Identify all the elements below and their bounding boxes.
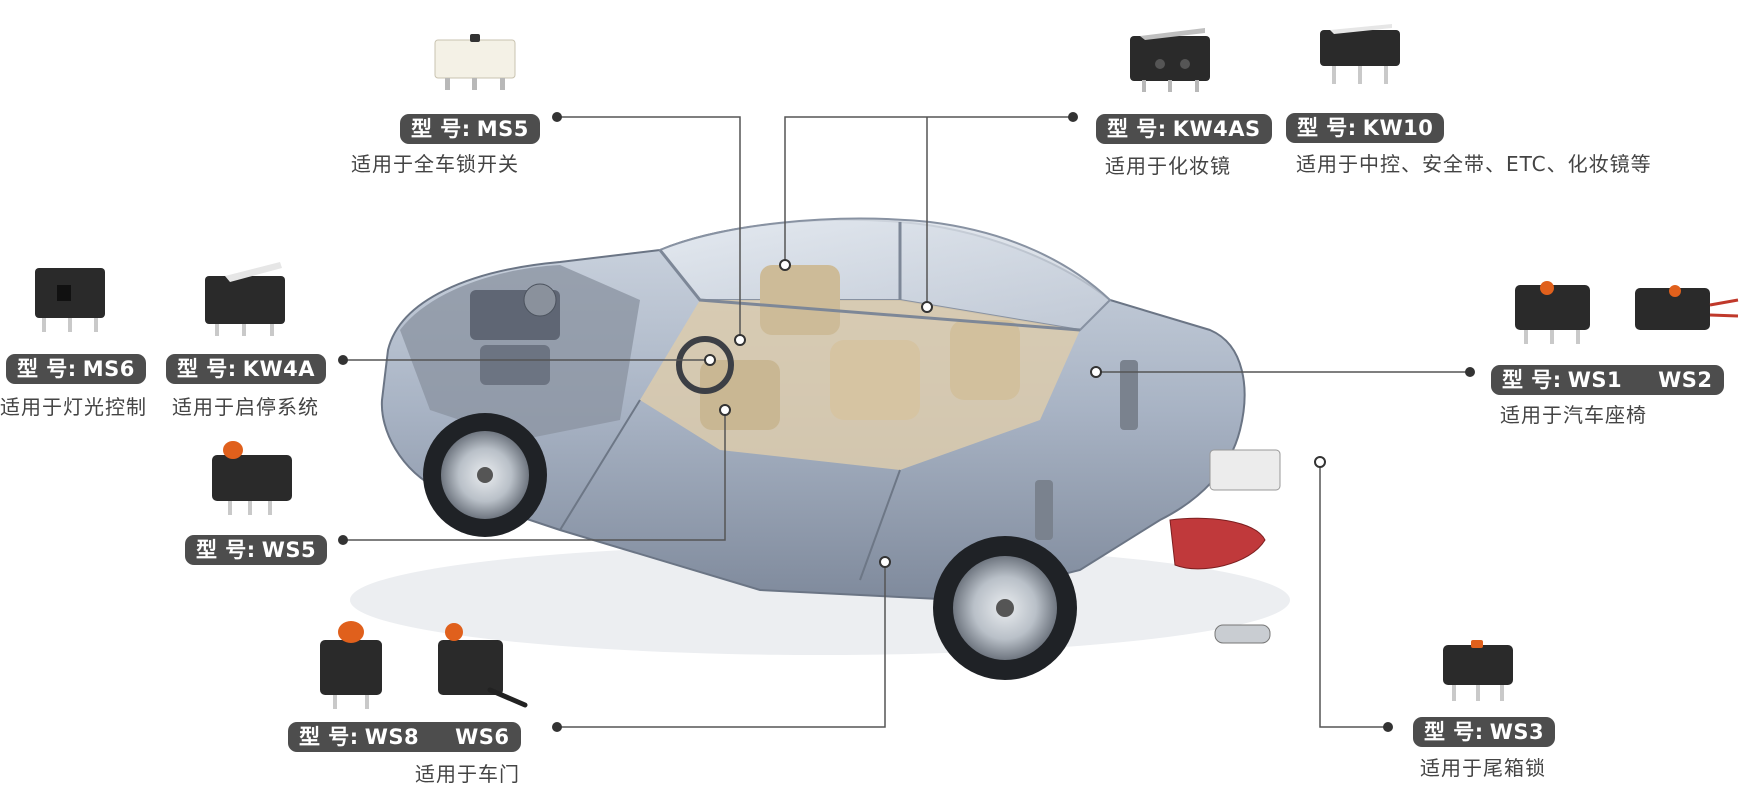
model-label: 型 号:: [1297, 116, 1357, 140]
model-badge-ms6: 型 号:MS6: [6, 354, 146, 384]
switch-photo-ws8: [320, 621, 382, 709]
model-badge-ws5: 型 号:WS5: [185, 535, 328, 565]
model-code: WS8: [364, 725, 420, 749]
model-code: WS6: [455, 725, 510, 749]
model-code: KW4AS: [1172, 117, 1261, 141]
model-badge-ws1-ws2: 型 号:WS1 WS2: [1491, 365, 1724, 395]
model-code: WS5: [261, 538, 317, 562]
model-code: WS2: [1658, 368, 1713, 392]
switch-photo-ws5: [212, 441, 292, 515]
model-code: WS1: [1567, 368, 1623, 392]
switch-photo-ws6: [438, 623, 528, 708]
switch-photo-kw4as: [1130, 28, 1210, 92]
leader-ms5: [557, 116, 741, 340]
model-badge-kw4a: 型 号:KW4A: [166, 354, 327, 384]
model-badge-kw10: 型 号:KW10: [1286, 113, 1445, 143]
model-badge-ms5: 型 号:MS5: [400, 114, 540, 144]
switch-photo-ms5: [434, 34, 516, 90]
switch-photo-ws1: [1515, 281, 1590, 344]
model-label: 型 号:: [1502, 368, 1562, 392]
switch-photo-kw4a: [205, 262, 285, 336]
model-code: MS5: [476, 117, 529, 141]
switch-photo-kw10: [1320, 24, 1400, 84]
usage-text-kw4a: 适用于启停系统: [172, 395, 319, 419]
leader-ws8: [557, 562, 886, 728]
usage-text-ms6: 适用于灯光控制: [0, 395, 147, 419]
leader-dots: [338, 112, 1475, 732]
model-badge-ws8-ws6: 型 号:WS8 WS6: [288, 722, 521, 752]
leader-lines: [343, 116, 1470, 728]
usage-text-kw4as: 适用于化妆镜: [1105, 154, 1231, 178]
usage-text-ws8-ws6: 适用于车门: [415, 762, 520, 786]
switch-photo-ms6: [35, 268, 105, 332]
anchor-points: [704, 259, 1326, 568]
usage-text-kw10: 适用于中控、安全带、ETC、化妆镜等: [1296, 152, 1652, 176]
switch-photo-ws3: [1443, 640, 1513, 701]
model-label: 型 号:: [177, 357, 237, 381]
leader-ws3: [1319, 462, 1388, 728]
model-label: 型 号:: [299, 725, 359, 749]
car-illustration: [350, 217, 1290, 680]
model-code: KW10: [1362, 116, 1434, 140]
model-badge-kw4as: 型 号:KW4AS: [1096, 114, 1272, 144]
usage-text-ws1-ws2: 适用于汽车座椅: [1500, 403, 1647, 427]
model-badge-ws3: 型 号:WS3: [1413, 717, 1556, 747]
switch-photo-ws2: [1635, 285, 1739, 330]
leader-ws5: [343, 410, 726, 541]
usage-text-ws3: 适用于尾箱锁: [1420, 756, 1546, 780]
model-code: WS3: [1489, 720, 1545, 744]
model-code: KW4A: [242, 357, 316, 381]
model-label: 型 号:: [196, 538, 256, 562]
leader-kw4as: [784, 116, 1073, 265]
model-label: 型 号:: [1424, 720, 1484, 744]
model-label: 型 号:: [17, 357, 77, 381]
model-label: 型 号:: [1107, 117, 1167, 141]
model-label: 型 号:: [411, 117, 471, 141]
model-code: MS6: [82, 357, 135, 381]
usage-text-ms5: 适用于全车锁开关: [351, 152, 519, 176]
